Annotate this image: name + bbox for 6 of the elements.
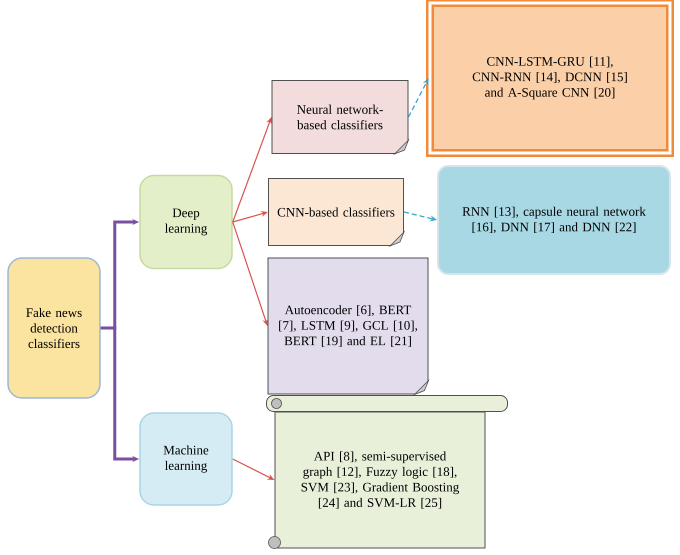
- scroll-box: API [8], semi-supervised graph [12], Fuzzy logic [18], SVM [23], Gradient Boosting [24] and SVM-LR [25]: [266, 395, 508, 549]
- framed-box: CNN-LSTM-GRU [11], CNN-RNN [14], DCNN [15] and A-Square CNN [20]: [426, 0, 674, 157]
- plaque-box: RNN [13], capsule neural network [16], DNN [17] and DNN [22]: [437, 165, 671, 275]
- category-box: Machine learning: [139, 412, 233, 506]
- category-box: Fake news detection classifiers: [7, 257, 101, 399]
- category-box: Deep learning: [139, 174, 233, 270]
